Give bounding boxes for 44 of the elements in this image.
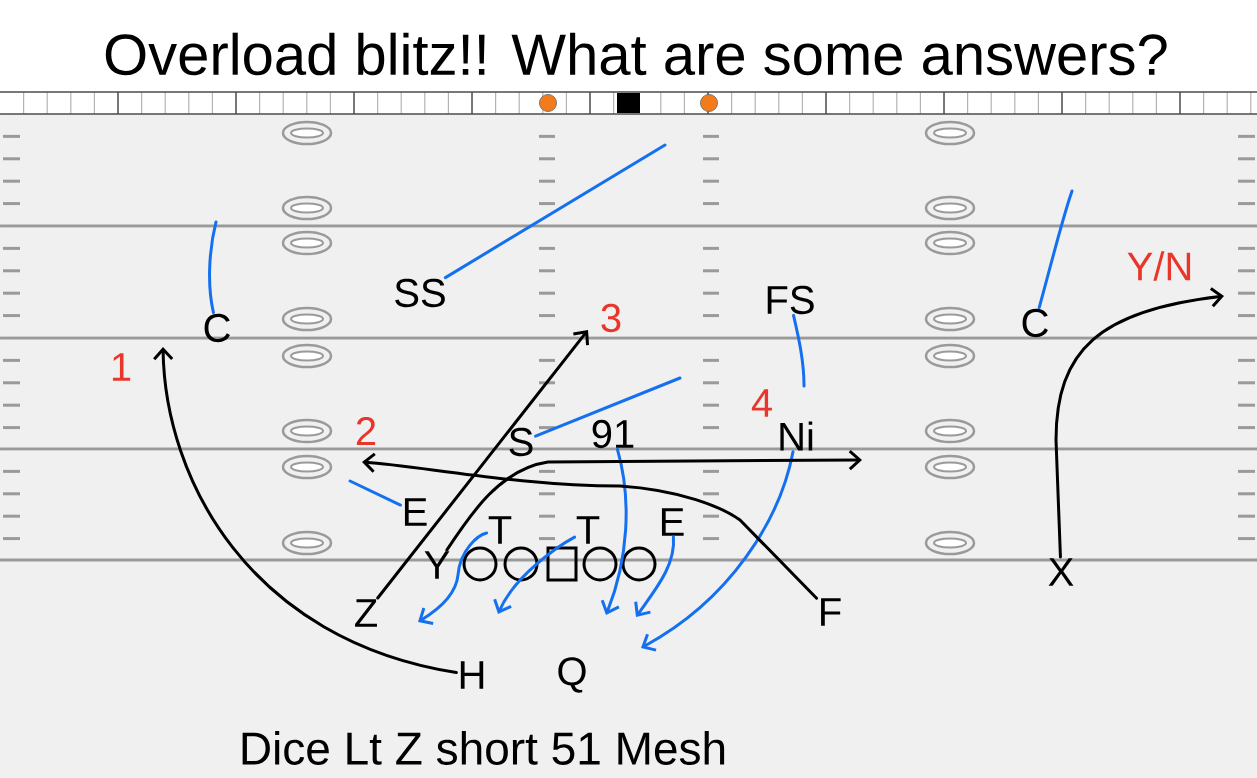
lineman-circle bbox=[462, 546, 498, 582]
arrow bbox=[641, 450, 795, 652]
arrow bbox=[362, 452, 819, 600]
arrow bbox=[600, 447, 628, 615]
title: Overload blitz!! What are some answers? bbox=[105, 32, 1167, 76]
player-label: C bbox=[1022, 308, 1048, 338]
player-label: S bbox=[509, 427, 533, 457]
line bbox=[1037, 189, 1074, 310]
lineman-circle bbox=[621, 546, 657, 582]
edge-label: 1 bbox=[108, 352, 134, 382]
center-square bbox=[546, 546, 578, 582]
edge-label: Y/N bbox=[1125, 250, 1195, 282]
player-label: T bbox=[488, 516, 512, 544]
line bbox=[208, 220, 218, 315]
edge-label: 4 bbox=[749, 388, 775, 418]
edge-label: 2 bbox=[353, 416, 379, 446]
player-label: H bbox=[460, 661, 484, 689]
player-label: F bbox=[821, 598, 841, 626]
line bbox=[443, 143, 667, 280]
arrow bbox=[1054, 287, 1224, 559]
player-label: 91 bbox=[592, 419, 634, 449]
player-label: Y bbox=[424, 551, 450, 579]
player-label: SS bbox=[395, 278, 445, 308]
player-label: Q bbox=[558, 657, 586, 693]
player-label: Ni bbox=[780, 421, 813, 451]
arrow bbox=[445, 449, 862, 552]
player-label: FS bbox=[767, 285, 814, 315]
arrow bbox=[376, 330, 590, 600]
lineman-circle bbox=[503, 546, 539, 582]
line bbox=[534, 376, 682, 438]
player-label: E bbox=[404, 498, 427, 526]
caption: Dice Lt Z short 51 Mesh bbox=[242, 731, 725, 765]
arrow bbox=[634, 535, 676, 617]
arrow bbox=[418, 531, 489, 625]
arrow bbox=[153, 347, 458, 674]
lineman-circle bbox=[582, 546, 618, 582]
player-label: C bbox=[204, 313, 230, 343]
line bbox=[792, 313, 806, 388]
arrow bbox=[493, 535, 577, 614]
player-label: E bbox=[661, 508, 684, 536]
player-label: Z bbox=[355, 599, 377, 627]
player-label: X bbox=[1048, 558, 1074, 586]
player-label: T bbox=[576, 516, 600, 544]
line bbox=[348, 479, 402, 507]
